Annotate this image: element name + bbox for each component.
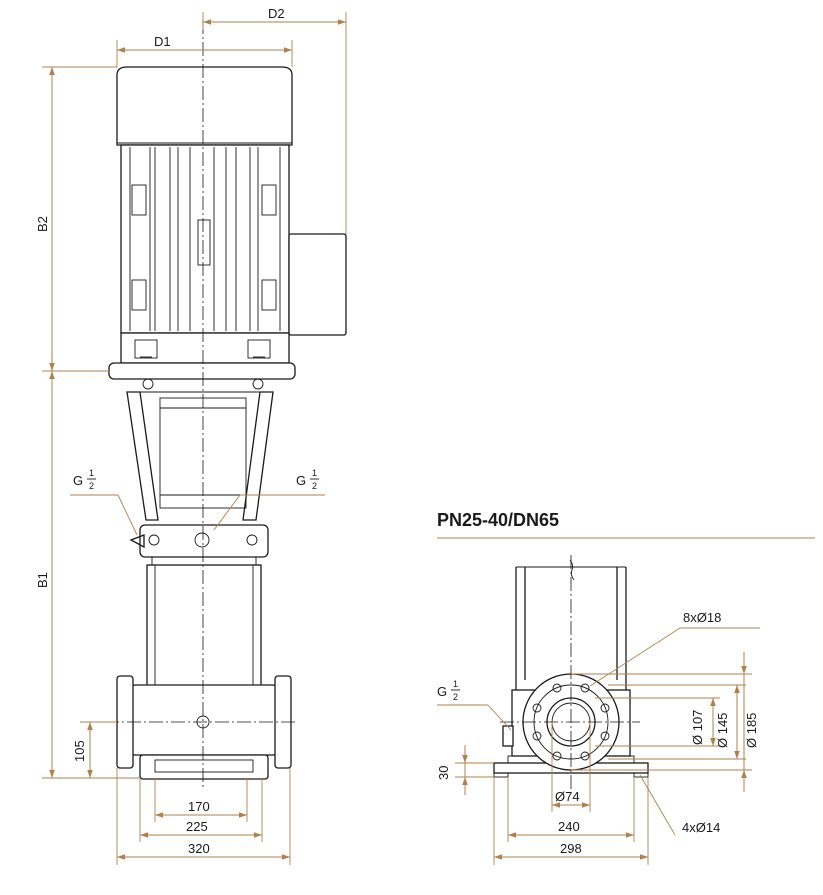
dia-185-label: Ø 185 xyxy=(744,713,759,748)
pump-base xyxy=(116,675,292,780)
callout-4-holes: 4xØ14 xyxy=(639,774,720,836)
front-center-lines xyxy=(105,20,295,790)
port-left-label: G xyxy=(73,473,83,488)
motor-flange xyxy=(108,332,296,390)
d1-label: D1 xyxy=(154,34,171,49)
dia-145-label: Ø 145 xyxy=(715,713,730,748)
dim-105-label: 105 xyxy=(72,740,87,762)
port-callout-right: G 1 2 xyxy=(213,468,325,531)
dimension-74: Ø74 xyxy=(551,722,591,812)
bolt-holes xyxy=(532,683,610,761)
front-view: D1 D2 B2 B1 105 xyxy=(35,6,347,865)
holes-8-label: 8xØ18 xyxy=(683,610,721,625)
motor-top-cap xyxy=(116,66,293,146)
dim-298-label: 298 xyxy=(560,841,582,856)
port-left-frac-den: 2 xyxy=(89,481,94,491)
dimension-b1: B1 xyxy=(35,371,140,779)
dia-74-label: Ø74 xyxy=(555,789,580,804)
holes-4-label: 4xØ14 xyxy=(682,820,720,835)
dimension-d2: D2 xyxy=(202,6,347,234)
callout-8-holes: 8xØ18 xyxy=(589,610,760,687)
terminal-box xyxy=(288,233,347,336)
port-callout-left: G 1 2 xyxy=(70,468,138,536)
pump-head xyxy=(129,524,269,566)
port-left-frac-num: 1 xyxy=(89,468,94,478)
dimension-30: 30 xyxy=(436,745,494,795)
port-flange-label: G xyxy=(437,684,447,699)
flange-center-lines xyxy=(500,555,640,790)
dimension-b2: B2 xyxy=(35,66,117,372)
dim-225-label: 225 xyxy=(186,819,208,834)
flange-view: PN25-40/DN65 xyxy=(436,510,815,865)
b2-label: B2 xyxy=(35,216,50,232)
port-callout-flange: G 1 2 xyxy=(437,679,512,731)
port-right-label: G xyxy=(296,473,306,488)
dim-170-label: 170 xyxy=(188,799,210,814)
d2-label: D2 xyxy=(268,6,285,21)
dia-107-label: Ø 107 xyxy=(690,710,705,745)
port-flange-frac-den: 2 xyxy=(453,692,458,702)
motor-body xyxy=(120,144,290,334)
dimension-105: 105 xyxy=(72,721,117,778)
dim-240-label: 240 xyxy=(558,819,580,834)
port-right-frac-den: 2 xyxy=(312,481,317,491)
dim-30-label: 30 xyxy=(436,766,451,780)
b1-label: B1 xyxy=(35,572,50,588)
port-flange-frac-num: 1 xyxy=(453,679,458,689)
port-right-frac-num: 1 xyxy=(312,468,317,478)
dimension-diameters: Ø 107 Ø 145 Ø 185 xyxy=(571,652,759,792)
flange-title: PN25-40/DN65 xyxy=(437,510,559,530)
dimension-base-widths: 240 298 xyxy=(493,777,649,865)
dim-320-label: 320 xyxy=(188,841,210,856)
lantern-bracket xyxy=(126,391,274,521)
dimension-widths: 170 225 320 xyxy=(116,768,291,865)
dimension-d1: D1 xyxy=(116,34,293,67)
